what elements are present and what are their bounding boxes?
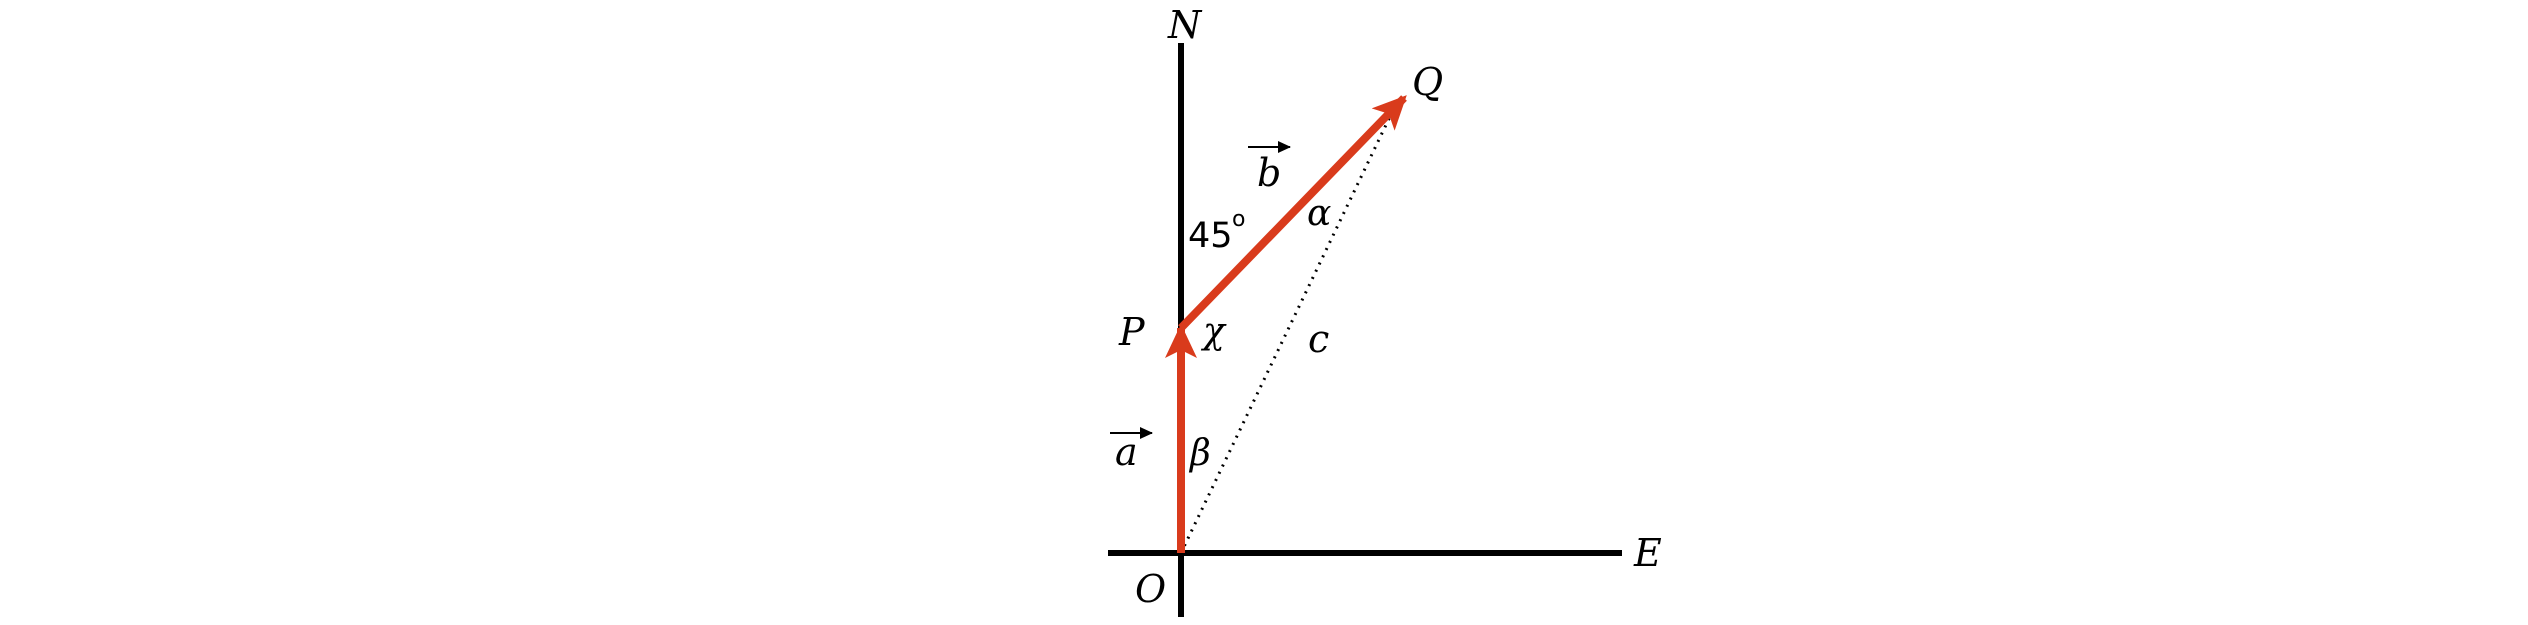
resultant-label-c: c — [1308, 317, 1329, 361]
vector-b-label: b — [1257, 151, 1281, 195]
angle-45-label: 45 — [1188, 216, 1233, 256]
point-q-label: Q — [1412, 60, 1443, 104]
angle-chi-label: χ — [1200, 311, 1227, 352]
angle-beta-label: β — [1188, 433, 1211, 474]
vector-a-label: a — [1115, 430, 1138, 474]
resultant-line-c — [1179, 103, 1398, 554]
angle-alpha-label: α — [1307, 193, 1331, 234]
point-p-label: P — [1118, 310, 1146, 354]
vector-b-arrow — [1178, 95, 1407, 331]
east-label: E — [1633, 531, 1662, 575]
north-label: N — [1167, 3, 1203, 47]
degree-symbol: o — [1232, 207, 1245, 232]
origin-label: O — [1135, 567, 1166, 611]
